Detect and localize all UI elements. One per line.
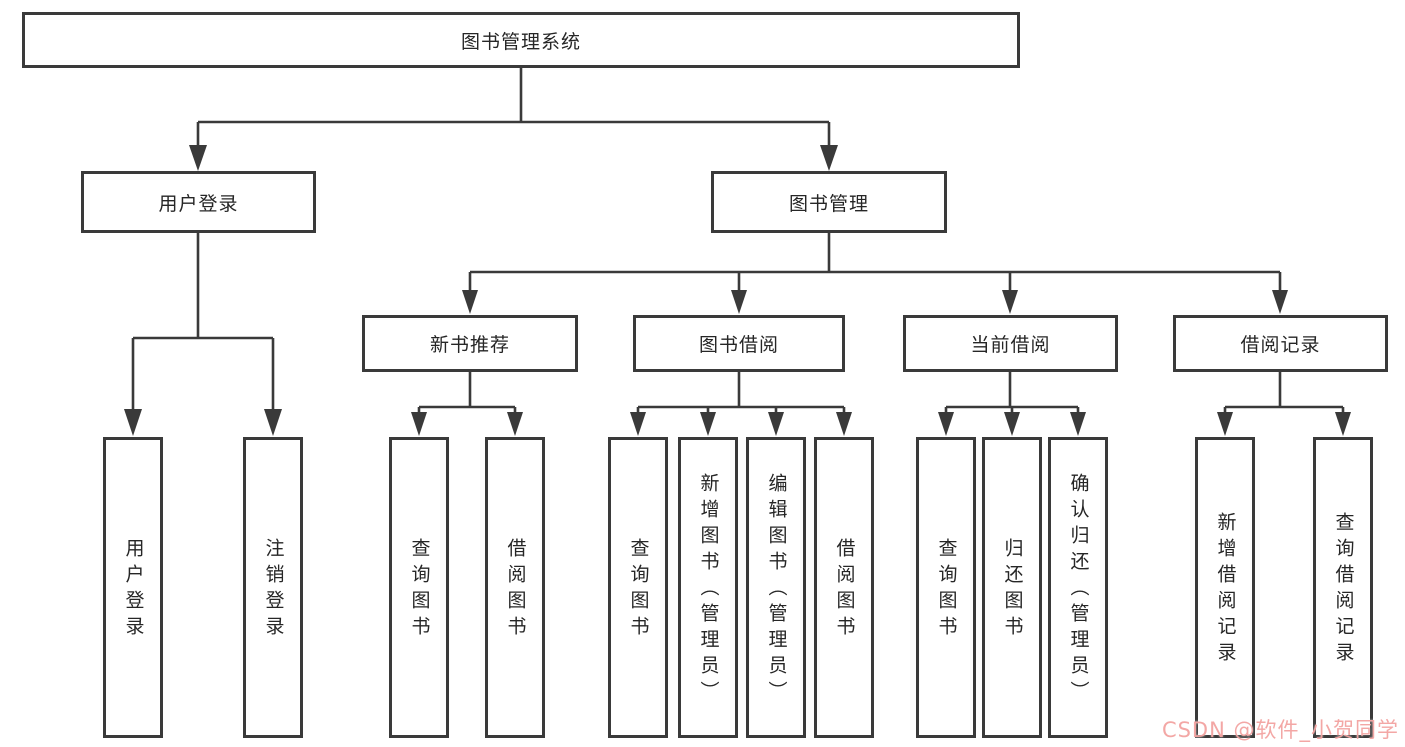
leaf-borrow-books[interactable]: 借阅图书 <box>814 437 874 738</box>
leaf-logout[interactable]: 注销登录 <box>243 437 303 738</box>
node-borrow-records[interactable]: 借阅记录 <box>1173 315 1388 372</box>
node-user-login[interactable]: 用户登录 <box>81 171 316 233</box>
leaf-return-books[interactable]: 归还图书 <box>982 437 1042 738</box>
leaf-query-borrow-record[interactable]: 查询借阅记录 <box>1313 437 1373 738</box>
leaf-borrow-books-recommend[interactable]: 借阅图书 <box>485 437 545 738</box>
leaf-user-login[interactable]: 用户登录 <box>103 437 163 738</box>
leaf-query-books-recommend[interactable]: 查询图书 <box>389 437 449 738</box>
leaf-add-books-admin[interactable]: 新增图书（管理员） <box>678 437 738 738</box>
node-book-borrow[interactable]: 图书借阅 <box>633 315 845 372</box>
node-root-system[interactable]: 图书管理系统 <box>22 12 1020 68</box>
node-current-borrow[interactable]: 当前借阅 <box>903 315 1118 372</box>
leaf-add-borrow-record[interactable]: 新增借阅记录 <box>1195 437 1255 738</box>
node-book-management[interactable]: 图书管理 <box>711 171 947 233</box>
node-new-book-recommend[interactable]: 新书推荐 <box>362 315 578 372</box>
leaf-query-books-borrow[interactable]: 查询图书 <box>608 437 668 738</box>
csdn-watermark: CSDN @软件_小贺同学 <box>1161 718 1399 742</box>
leaf-edit-books-admin[interactable]: 编辑图书（管理员） <box>746 437 806 738</box>
leaf-query-books-current[interactable]: 查询图书 <box>916 437 976 738</box>
leaf-confirm-return-admin[interactable]: 确认归还（管理员） <box>1048 437 1108 738</box>
